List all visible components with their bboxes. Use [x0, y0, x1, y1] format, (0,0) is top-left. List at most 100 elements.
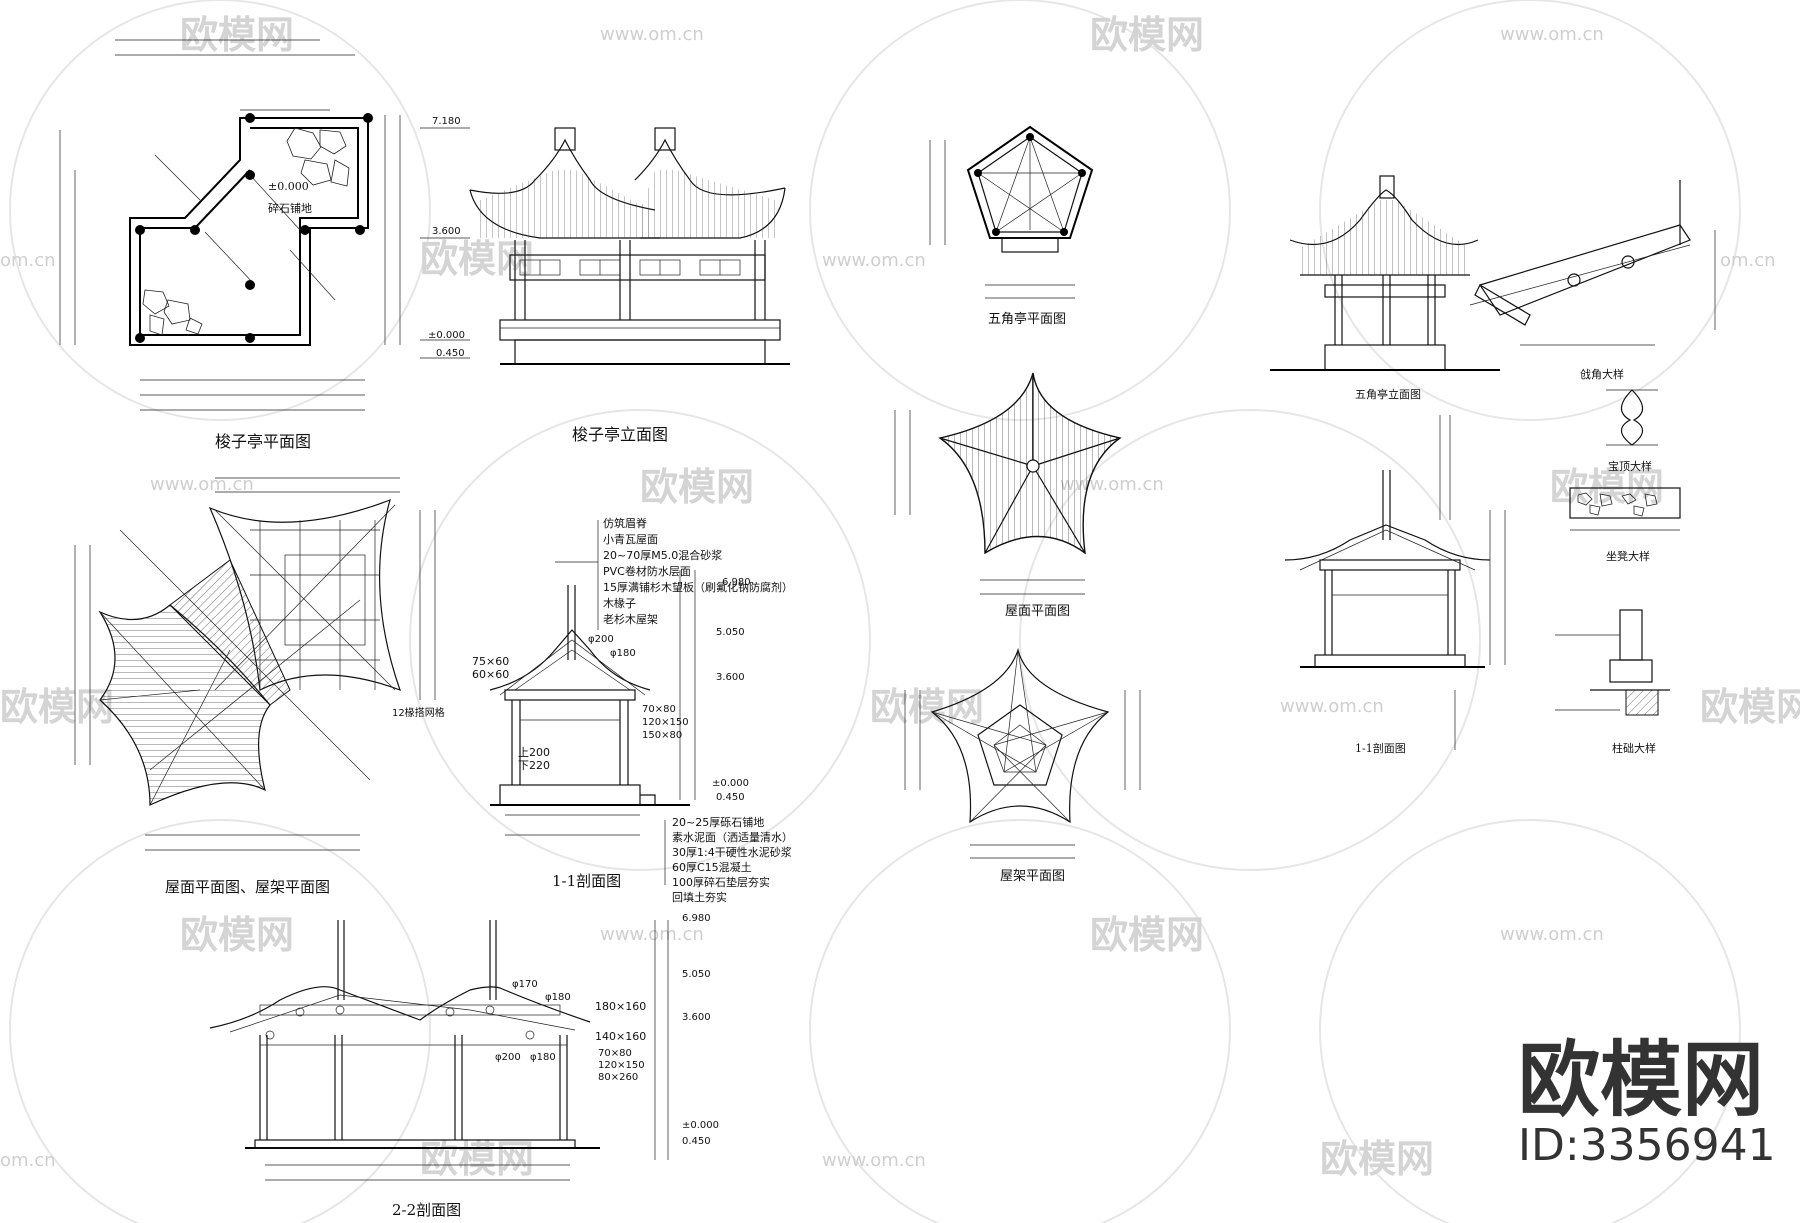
- watermark-brand: 欧模网: [1090, 913, 1204, 957]
- watermark-url: www.om.cn: [1500, 24, 1604, 45]
- brand-large: 欧模网: [1518, 1033, 1764, 1128]
- watermark-url: www.om.cn: [1280, 696, 1384, 717]
- section11-roof-note: 仿筑眉脊: [603, 516, 647, 530]
- pentagon-roof-plan-drawing: 屋面平面图: [894, 372, 1122, 619]
- detail-bench-title: 坐凳大样: [1606, 549, 1650, 563]
- brand-watermark-large: 欧模网 ID:3356941: [1518, 1033, 1776, 1171]
- pent-section-title: 1-1剖面图: [1355, 741, 1406, 755]
- section22-dim: 120×150: [598, 1060, 645, 1071]
- roof-plan-title: 屋面平面图、屋架平面图: [165, 878, 330, 896]
- watermark-brand: 欧模网: [180, 913, 294, 957]
- section11-level: 3.600: [716, 672, 745, 683]
- pentagon-elevation-drawing: 五角亭立面图: [1270, 175, 1500, 401]
- elev-level-3: ±0.000: [428, 330, 465, 341]
- section22-level: 5.050: [682, 969, 711, 980]
- pent-plan-title: 五角亭平面图: [988, 311, 1066, 327]
- section11-dim: 60×60: [472, 668, 509, 681]
- section11-dim: φ180: [610, 648, 636, 659]
- watermark-url-short: om.cn: [1720, 250, 1776, 271]
- section11-floor-note: 60厚C15混凝土: [672, 860, 752, 874]
- section22-level: 3.600: [682, 1012, 711, 1023]
- section22-level: ±0.000: [682, 1120, 719, 1131]
- watermark-brand: 欧模网: [420, 237, 534, 281]
- pent-elev-title: 五角亭立面图: [1355, 387, 1421, 401]
- section22-dim: φ200: [495, 1052, 521, 1063]
- watermark-url: www.om.cn: [822, 250, 926, 271]
- suozi-plan-drawing: ±0.000 碎石铺地 梭子亭平面图: [59, 39, 401, 451]
- section11-roof-note: 老杉木屋架: [603, 612, 658, 626]
- section11-dim: 75×60: [472, 655, 509, 668]
- watermark-url-short: om.cn: [0, 250, 56, 271]
- suozi-plan-level: ±0.000: [268, 180, 309, 193]
- section22-dim: φ180: [545, 992, 571, 1003]
- section11-level: ±0.000: [712, 778, 749, 789]
- section22-dim: φ170: [512, 979, 538, 990]
- section11-dim: 70×80: [642, 704, 676, 715]
- pent-roof-title: 屋面平面图: [1005, 604, 1070, 619]
- watermark-url: www.om.cn: [822, 1150, 926, 1171]
- section-1-1-drawing: 仿筑眉脊 小青瓦屋面 20~70厚M5.0混合砂浆 PVC卷材防水层面 15厚满…: [472, 516, 793, 904]
- watermark-url: www.om.cn: [1500, 924, 1604, 945]
- roof-plan-note: 12椽搭网格: [392, 706, 445, 719]
- section11-dim: φ200: [588, 634, 614, 645]
- finial-detail-drawing: 宝顶大样: [1606, 389, 1658, 473]
- section22-level: 0.450: [682, 1136, 711, 1147]
- section11-roof-note: 15厚满铺杉木望板（刷氟化钠防腐剂）: [603, 580, 793, 594]
- watermark-brand: 欧模网: [1090, 13, 1204, 57]
- section11-floor-note: 素水泥面（洒适量清水）: [672, 831, 793, 844]
- pent-frame-title: 屋架平面图: [1000, 869, 1065, 884]
- watermark-urls: www.om.cn www.om.cn www.om.cn om.cn om.c…: [0, 24, 1776, 1171]
- watermark-brand: 欧模网: [0, 685, 114, 729]
- column-base-detail-drawing: 柱础大样: [1555, 609, 1670, 755]
- watermark-url: www.om.cn: [600, 924, 704, 945]
- corner-detail-drawing: 戗角大样: [1469, 180, 1716, 381]
- suozi-plan-floor: 碎石铺地: [268, 201, 312, 215]
- suozi-plan-title: 梭子亭平面图: [215, 432, 311, 451]
- suozi-elev-title: 梭子亭立面图: [572, 425, 668, 444]
- watermark-brand: 欧模网: [1320, 1137, 1434, 1181]
- watermark-url: www.om.cn: [150, 474, 254, 495]
- asset-id: ID:3356941: [1518, 1120, 1776, 1171]
- section11-dim: 120×150: [642, 717, 689, 728]
- pentagon-plan-drawing: 五角亭平面图: [929, 125, 1094, 327]
- detail-base-title: 柱础大样: [1612, 741, 1656, 755]
- suozi-elevation-drawing: 7.180 3.600 ±0.000 0.450 梭子亭立面图: [420, 116, 790, 444]
- section11-title: 1-1剖面图: [552, 872, 621, 890]
- section11-level: 5.050: [716, 627, 745, 638]
- section22-dim: 70×80: [598, 1048, 632, 1059]
- pentagon-frame-plan-drawing: 屋架平面图: [904, 647, 1141, 884]
- section11-level: 6.980: [722, 577, 751, 588]
- section11-floor-note: 100厚碎石垫层夯实: [672, 875, 770, 889]
- section11-floor-note: 回填土夯实: [672, 890, 727, 904]
- watermark-brand: 欧模网: [420, 1137, 534, 1181]
- section22-title: 2-2剖面图: [392, 1201, 461, 1219]
- section22-level: 6.980: [682, 913, 711, 924]
- watermark-url-short: om.cn: [0, 1150, 56, 1171]
- section11-dim: 下220: [518, 759, 550, 772]
- section22-dim: 180×160: [595, 1000, 646, 1013]
- section22-dim: φ180: [530, 1052, 556, 1063]
- section11-floor-note: 20~25厚砾石铺地: [672, 816, 764, 829]
- watermark-brand: 欧模网: [640, 465, 754, 509]
- watermark-brand: 欧模网: [1550, 465, 1664, 509]
- elev-level-1: 7.180: [432, 116, 461, 127]
- pentagon-section-drawing: 1-1剖面图: [1284, 415, 1506, 755]
- section11-floor-note: 30厚1:4干硬性水泥砂浆: [672, 845, 792, 859]
- section11-dim: 150×80: [642, 730, 682, 741]
- roof-plan-drawing: 12椽搭网格 屋面平面图、屋架平面图: [74, 477, 445, 896]
- section11-roof-note: 木椽子: [603, 597, 636, 610]
- section-2-2-drawing: φ170 φ180 180×160 140×160 φ200 φ180 70×8…: [209, 913, 719, 1219]
- watermark-brand: 欧模网: [180, 13, 294, 57]
- detail-post-title: 宝顶大样: [1608, 459, 1652, 473]
- elev-level-4: 0.450: [436, 348, 465, 359]
- section22-dim: 80×260: [598, 1072, 638, 1083]
- elev-level-2: 3.600: [432, 226, 461, 237]
- section11-roof-note: 小青瓦屋面: [603, 533, 658, 546]
- watermark-url: www.om.cn: [600, 24, 704, 45]
- section11-roof-note: PVC卷材防水层面: [603, 564, 691, 578]
- section11-roof-note: 20~70厚M5.0混合砂浆: [603, 548, 722, 562]
- section11-dim: 上200: [518, 746, 550, 759]
- bench-detail-drawing: 坐凳大样: [1569, 487, 1681, 563]
- watermark-brand: 欧模网: [1700, 685, 1800, 729]
